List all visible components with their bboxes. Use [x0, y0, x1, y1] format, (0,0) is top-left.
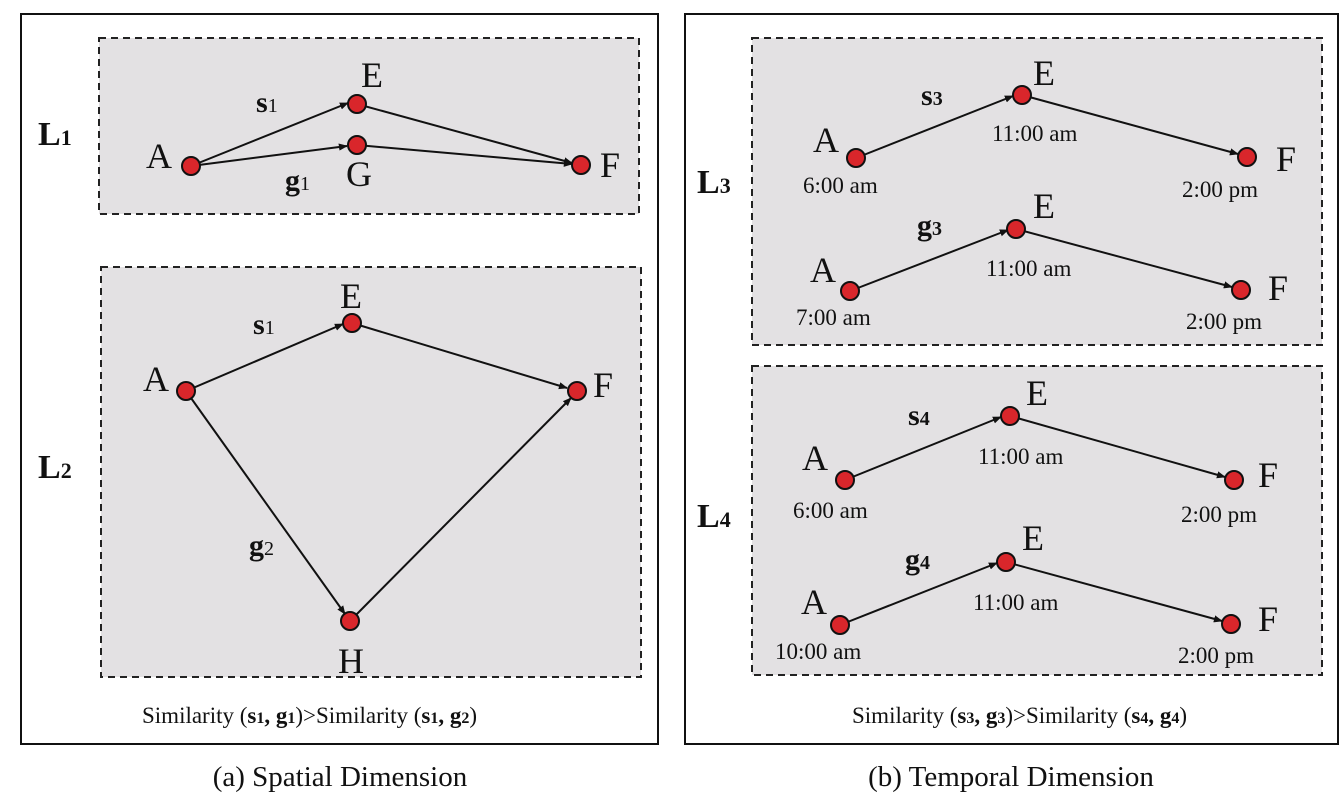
l4-top-node-f	[1224, 470, 1244, 490]
l1-label: L1	[38, 116, 72, 153]
l3-bot-a-time: 7:00 am	[796, 305, 871, 330]
l1-edges	[190, 102, 573, 167]
l4-top-node-a	[835, 470, 855, 490]
l3-bot-f-label: F	[1268, 268, 1288, 308]
l1-node-g	[347, 135, 367, 155]
l1-node-e	[347, 94, 367, 114]
l4-top-edge-label: s4	[908, 399, 930, 432]
l4-bot-e-time: 11:00 am	[973, 590, 1058, 615]
l4-top-edge-a-e	[844, 416, 1002, 481]
l2-node-e	[342, 313, 362, 333]
l3-top-a-label: A	[813, 120, 839, 160]
l3-top-f-time: 2:00 pm	[1182, 177, 1258, 202]
panel-b-caption: (b) Temporal Dimension	[868, 761, 1154, 793]
l3-top-node-f	[1237, 147, 1257, 167]
l4-top-a-label: A	[802, 438, 828, 478]
l3-top-e-label: E	[1033, 53, 1055, 93]
panel-a-frame	[20, 13, 659, 745]
l3-bot-node-e	[1006, 219, 1026, 239]
l4-top-a-time: 6:00 am	[793, 498, 868, 523]
l4-bot-f-label: F	[1258, 599, 1278, 639]
l3-bot-e-time: 11:00 am	[986, 256, 1071, 281]
l2-node-a	[176, 381, 196, 401]
l3-bot-a-label: A	[810, 250, 836, 290]
l4-top-f-label: F	[1258, 455, 1278, 495]
l1-node-a	[181, 156, 201, 176]
l1-node-g-label: G	[346, 154, 372, 194]
l4-bot-edge-e-f	[1005, 561, 1223, 623]
l3-top-node-a	[846, 148, 866, 168]
l4-bot-edge-a-e	[839, 562, 998, 626]
l1-node-e-label: E	[361, 55, 383, 95]
l4-bot-node-e	[996, 552, 1016, 572]
l1-node-f-label: F	[600, 145, 620, 185]
panel-a-caption: (a) Spatial Dimension	[213, 761, 468, 793]
l4-bot-a-label: A	[801, 582, 827, 622]
l2-label: L2	[38, 449, 72, 486]
l3-top-e-time: 11:00 am	[992, 121, 1077, 146]
l3-bot-edge-e-f	[1015, 228, 1233, 289]
l4-top-e-time: 11:00 am	[978, 444, 1063, 469]
l2-edge-g-label: g2	[249, 529, 274, 562]
l1-edge-g-f	[356, 144, 573, 167]
panel-b-similarity: Similarity (s3, g3)>Similarity (s4, g4)	[852, 703, 1187, 728]
l3-top-f-label: F	[1276, 139, 1296, 179]
l2-node-h	[340, 611, 360, 631]
l3-top-edge-label: s3	[921, 79, 943, 112]
l2-box	[100, 266, 642, 678]
l2-edge-e-f	[351, 322, 568, 390]
l3-bot-edge-a-e	[849, 229, 1009, 292]
l4-bot-a-time: 10:00 am	[775, 639, 861, 664]
panel-b-frame	[684, 13, 1339, 745]
l3-top-node-e	[1012, 85, 1032, 105]
l4-label: L4	[697, 498, 731, 535]
l2-node-a-label: A	[143, 359, 169, 399]
l1-edge-a-g	[190, 143, 348, 167]
l3-label: L3	[697, 164, 731, 201]
l1-node-f	[571, 155, 591, 175]
l4-bot-node-f	[1221, 614, 1241, 634]
l2-node-f	[567, 381, 587, 401]
l2-edge-a-e	[185, 323, 344, 392]
l2-node-h-label: H	[338, 641, 364, 681]
l4-bot-e-label: E	[1022, 518, 1044, 558]
l4-bot-edge-label: g4	[905, 543, 930, 576]
l2-edge-s-label: s1	[253, 308, 275, 341]
l3-top-edge-e-f	[1021, 94, 1239, 156]
panel-a-similarity: Similarity (s1, g1)>Similarity (s1, g2)	[142, 703, 477, 728]
l3-bot-edge-label: g3	[917, 209, 942, 242]
l1-node-a-label: A	[146, 136, 172, 176]
l4-top-e-label: E	[1026, 373, 1048, 413]
l4-top-edge-e-f	[1009, 415, 1226, 479]
l2-edge-a-h	[185, 390, 346, 615]
l4-bot-node-a	[830, 615, 850, 635]
l3-bot-node-f	[1231, 280, 1251, 300]
l4-bot-f-time: 2:00 pm	[1178, 643, 1254, 668]
l3-bot-node-a	[840, 281, 860, 301]
l2-edge-h-f	[349, 397, 572, 622]
l2-edges	[185, 322, 572, 622]
l3-bot-f-time: 2:00 pm	[1186, 309, 1262, 334]
l2-node-f-label: F	[593, 365, 613, 405]
l1-edge-a-e	[190, 102, 349, 167]
l1-edge-e-f	[356, 103, 573, 165]
l3-top-edge-a-e	[855, 95, 1014, 159]
l3-bot-e-label: E	[1033, 186, 1055, 226]
l3-top-a-time: 6:00 am	[803, 173, 878, 198]
l4-top-node-e	[1000, 406, 1020, 426]
l1-edge-g-label: g1	[285, 164, 310, 197]
l2-node-e-label: E	[340, 276, 362, 316]
l1-box	[98, 37, 640, 215]
l4-top-f-time: 2:00 pm	[1181, 502, 1257, 527]
l1-edge-s-label: s1	[256, 86, 278, 119]
